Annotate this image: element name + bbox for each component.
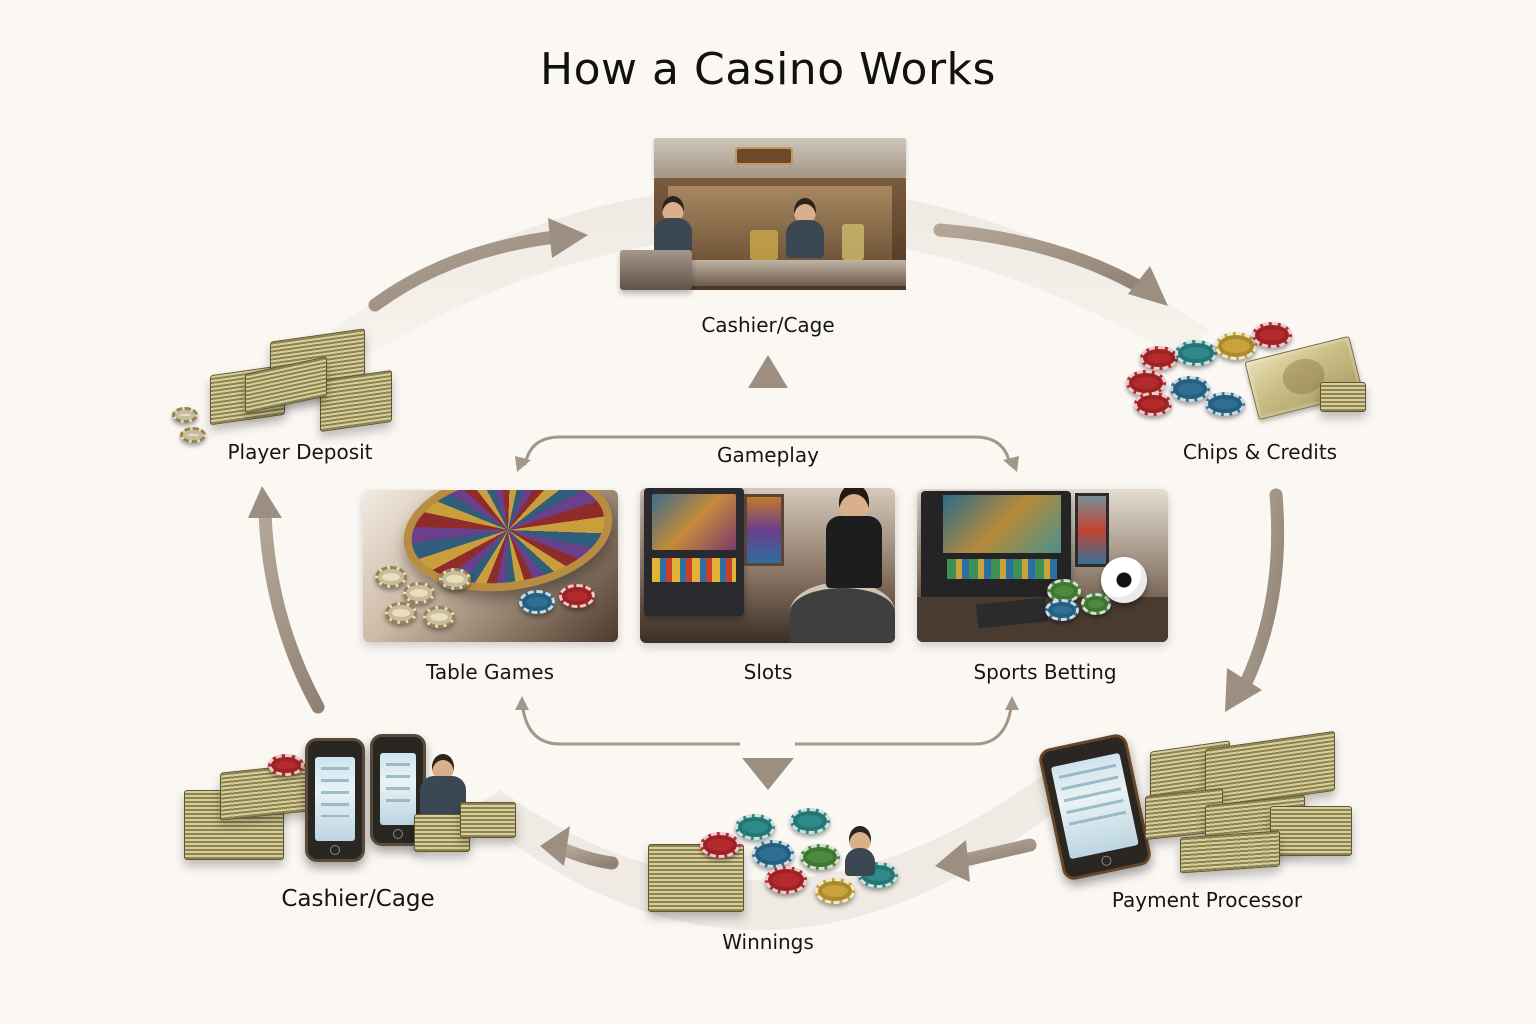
chips-credits-label: Chips & Credits — [1182, 440, 1338, 464]
sports-betting-icon — [917, 489, 1168, 642]
winnings-chips-icon — [640, 800, 910, 920]
cashier-top-label: Cashier/Cage — [701, 313, 835, 337]
node-payment-processor — [1030, 730, 1360, 882]
page-title: How a Casino Works — [540, 44, 996, 95]
slot-machine-icon — [640, 488, 895, 643]
node-cashier-bottom — [180, 728, 525, 868]
player-deposit-label: Player Deposit — [227, 440, 373, 464]
cashier-bottom-label: Cashier/Cage — [281, 886, 435, 912]
node-cashier-top — [620, 138, 910, 298]
cash-stacks-icon — [160, 315, 400, 455]
soccer-ball-icon — [1101, 557, 1147, 603]
node-player-deposit — [160, 315, 400, 455]
payment-processor-label: Payment Processor — [1111, 888, 1303, 912]
gameplay-label: Gameplay — [717, 443, 819, 467]
cashier-cage-booth-icon — [620, 138, 910, 298]
arrow-deposit-to-cashier — [368, 230, 562, 312]
panel-table-games — [363, 490, 618, 642]
panel-slots — [640, 488, 895, 643]
panel-sports-betting — [917, 489, 1168, 642]
cash-and-phones-icon — [180, 728, 525, 868]
node-winnings — [640, 800, 910, 920]
winnings-label: Winnings — [722, 930, 814, 954]
phone-payment-icon — [1030, 730, 1360, 882]
arrow-cashier-to-chips — [933, 223, 1152, 297]
arrow-winnings-to-cashier — [558, 843, 619, 870]
casino-chips-icon — [1120, 318, 1370, 428]
node-chips-credits — [1120, 318, 1370, 428]
arrow-cashier-to-deposit — [258, 508, 325, 714]
table-games-label: Table Games — [425, 660, 555, 684]
arrow-payment-to-winnings — [958, 838, 1037, 867]
slots-label: Slots — [743, 660, 793, 684]
sports-betting-label: Sports Betting — [973, 660, 1117, 684]
arrow-chips-to-payment — [1238, 488, 1285, 692]
